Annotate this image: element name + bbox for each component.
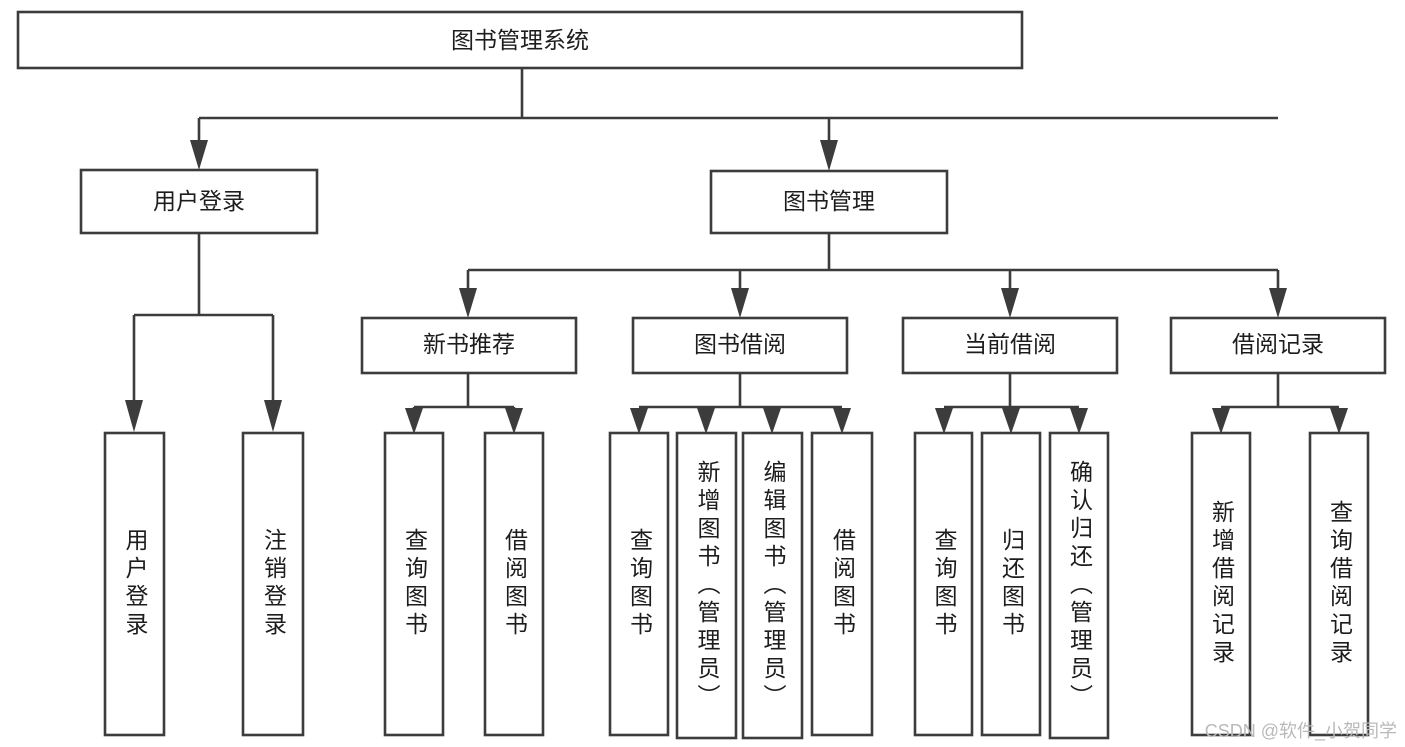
node-user-login[interactable] xyxy=(79,168,319,235)
arrow-to-borrow-record xyxy=(1269,288,1287,318)
arrow-current-borrow-2 xyxy=(1002,408,1020,434)
node-borrow-record-label: 借阅记录 xyxy=(1232,331,1324,357)
arrow-user-login-1 xyxy=(125,400,143,432)
arrow-to-new-book xyxy=(459,288,477,318)
arrow-book-borrow-3 xyxy=(763,408,781,434)
node-borrow-record[interactable] xyxy=(1169,316,1387,375)
leaf-new-book-recommend-1[interactable] xyxy=(483,431,545,737)
leaf-user-login-0[interactable] xyxy=(103,431,166,737)
node-book-borrow-label: 图书借阅 xyxy=(694,331,786,357)
node-root-book-management-system[interactable] xyxy=(16,10,1024,70)
node-current-borrow-label: 当前借阅 xyxy=(964,331,1056,357)
leaf-current-borrow-1[interactable] xyxy=(980,431,1042,737)
node-book-management[interactable] xyxy=(709,169,949,235)
leaf-book-borrow-3[interactable] xyxy=(810,431,874,737)
node-layer: 图书管理系统 用户登录 图书管理 新书推荐 图书借阅 当前借阅 借阅记录 xyxy=(16,10,1387,740)
leaf-book-borrow-2[interactable] xyxy=(741,431,804,740)
leaf-book-borrow-1[interactable] xyxy=(675,431,738,740)
arrow-to-book-borrow xyxy=(731,288,749,318)
leaf-user-login-1[interactable] xyxy=(241,431,305,737)
arrow-book-borrow-2 xyxy=(697,408,715,434)
arrow-to-user-login xyxy=(190,140,208,170)
arrow-to-book-manage xyxy=(820,140,838,171)
arrow-current-borrow-3 xyxy=(1070,408,1088,434)
leaf-book-borrow-0[interactable] xyxy=(608,431,670,737)
leaf-borrow-record-1[interactable] xyxy=(1308,431,1370,737)
node-user-login-label: 用户登录 xyxy=(153,188,245,214)
leaf-borrow-record-0[interactable] xyxy=(1190,431,1252,737)
connector-layer xyxy=(125,68,1348,434)
arrow-new-book-2 xyxy=(505,408,523,434)
csdn-watermark: CSDN @软件_小贺同学 xyxy=(1204,721,1397,741)
arrow-to-current-borrow xyxy=(1001,288,1019,318)
arrow-book-borrow-4 xyxy=(833,408,851,434)
arrow-new-book-1 xyxy=(405,408,423,434)
leaf-new-book-recommend-0[interactable] xyxy=(383,431,445,737)
arrow-current-borrow-1 xyxy=(935,408,953,434)
arrow-book-borrow-1 xyxy=(630,408,648,434)
arrow-borrow-record-2 xyxy=(1330,408,1348,434)
node-book-borrow[interactable] xyxy=(631,316,849,375)
node-new-book-recommend-label: 新书推荐 xyxy=(423,331,515,357)
node-current-borrow[interactable] xyxy=(901,316,1119,375)
node-root-label: 图书管理系统 xyxy=(451,27,589,53)
arrow-borrow-record-1 xyxy=(1212,408,1230,434)
node-new-book-recommend[interactable] xyxy=(360,316,578,375)
arrow-user-login-2 xyxy=(264,400,282,432)
leaf-current-borrow-2[interactable] xyxy=(1048,431,1110,740)
node-book-management-label: 图书管理 xyxy=(783,188,875,214)
leaf-current-borrow-0[interactable] xyxy=(913,431,974,737)
